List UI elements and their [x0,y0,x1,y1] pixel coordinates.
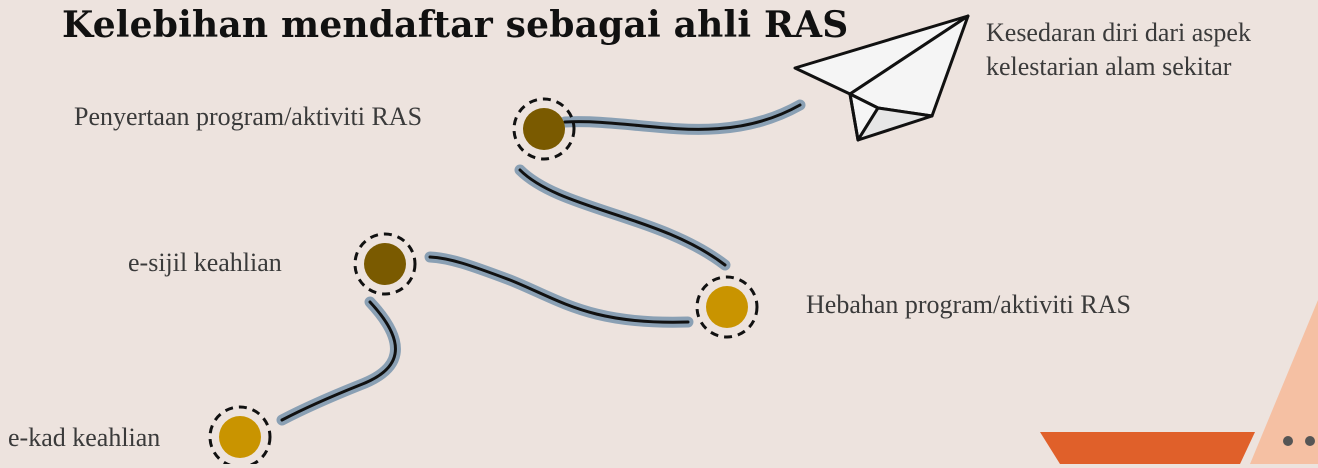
path-line [563,103,802,131]
milestone-label-3: e-sijil keahlian [128,248,282,277]
path-shadow [559,99,806,135]
paper-plane-icon [793,14,970,142]
page-title: Kelebihan mendaftar sebagai ahli RAS [62,4,849,46]
path-shadow [424,251,694,328]
milestone-node-1 [512,97,576,161]
decor-orange-shape [1040,432,1255,464]
path-line [428,255,690,324]
milestone-label-1: Penyertaan program/aktiviti RAS [74,102,423,131]
milestone-label-2: Hebahan program/aktiviti RAS [806,290,1131,319]
milestone-label-4: e-kad keahlian [8,423,161,452]
decor-dot [1283,436,1293,446]
milestone-node-4 [208,405,272,468]
decor-dot [1305,436,1315,446]
path-shadow [276,296,401,426]
goal-text-line-2: kelestarian alam sekitar [986,52,1232,81]
path-line [280,300,397,422]
milestone-node-2 [695,275,759,339]
goal-text: Kesedaran diri dari aspek kelestarian al… [986,16,1251,84]
milestone-node-3 [353,232,417,296]
path-line [518,168,727,267]
goal-text-line-1: Kesedaran diri dari aspek [986,18,1251,47]
decor-peach-triangle [1250,300,1318,464]
